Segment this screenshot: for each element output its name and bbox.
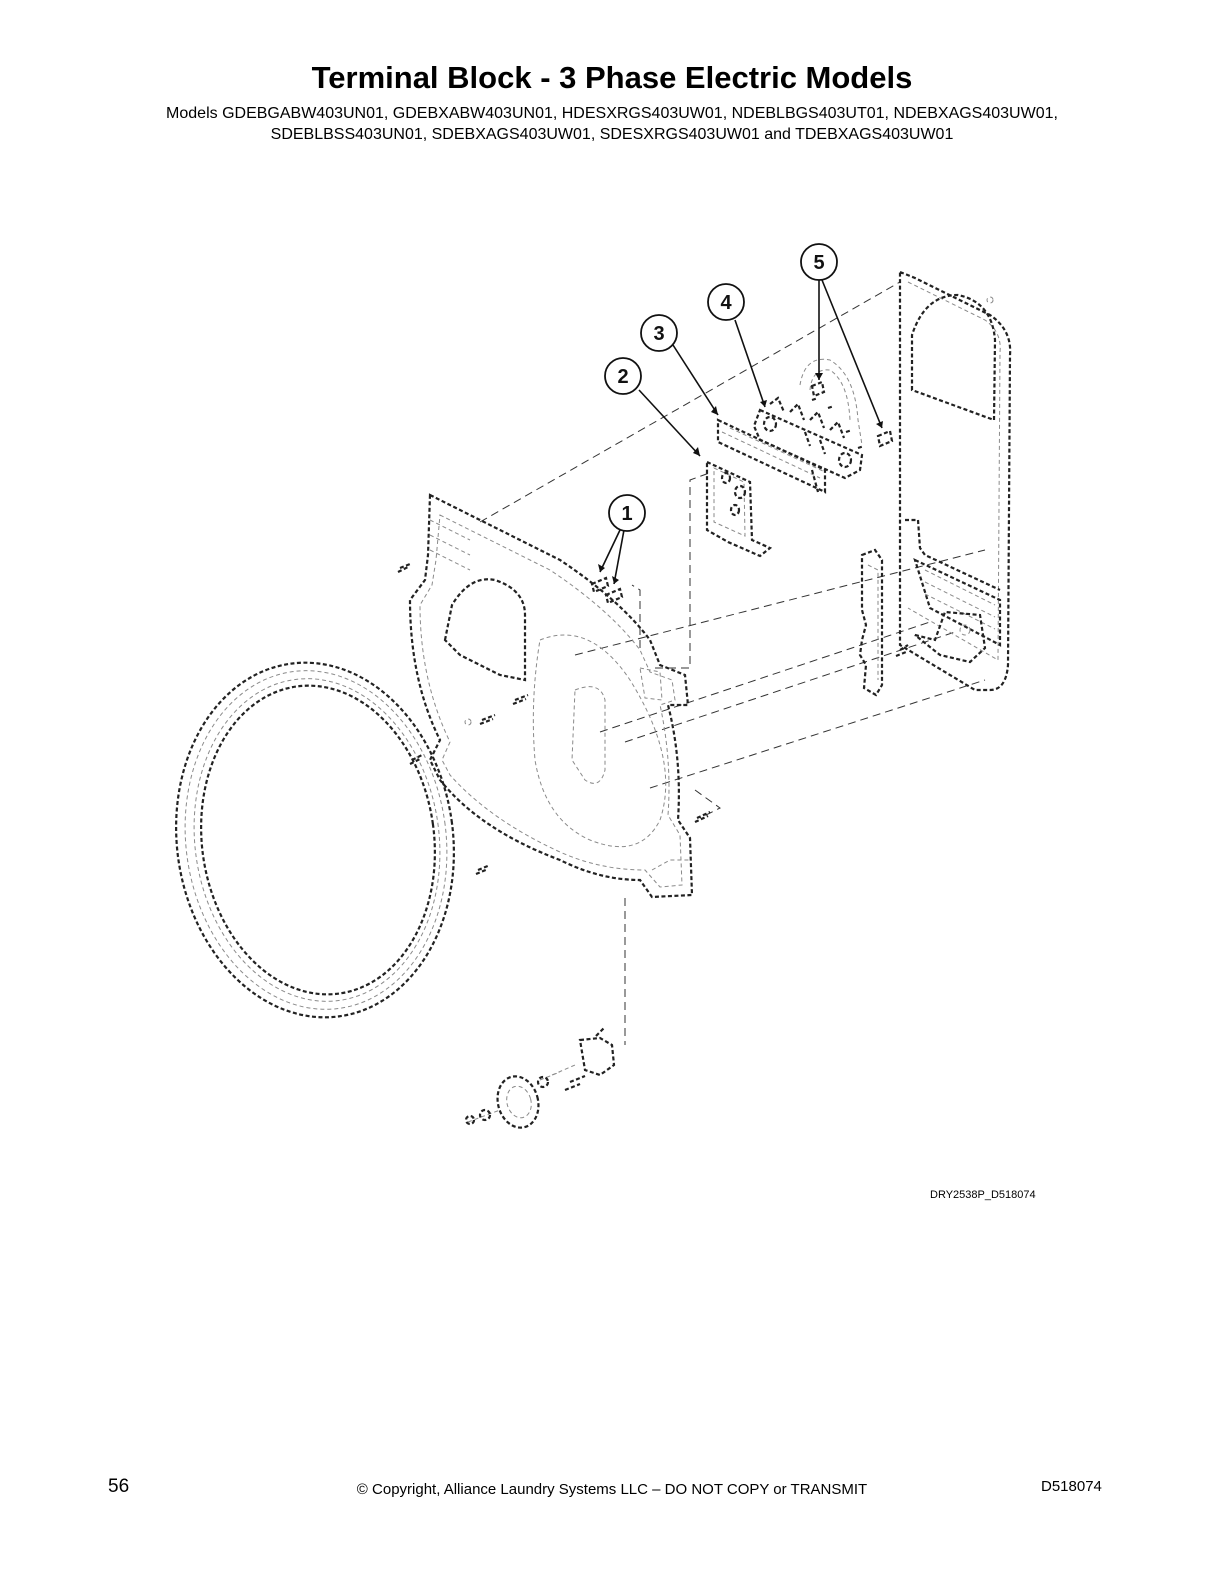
front-panel [408, 493, 694, 899]
copyright-notice: © Copyright, Alliance Laundry Systems LL… [356, 1481, 868, 1498]
part-1-screws [590, 576, 624, 605]
callout-1: 1 [608, 494, 646, 532]
callout-2: 2 [604, 357, 642, 395]
callout-3-number: 3 [653, 323, 664, 345]
document-code: D518074 [1041, 1478, 1102, 1495]
callout-4: 4 [707, 283, 745, 321]
rear-panel [898, 270, 1012, 692]
callout-3: 3 [640, 314, 678, 352]
models-line-2: SDEBLBSS403UN01, SDEBXAGS403UW01, SDESXR… [270, 126, 954, 143]
models-list: Models GDEBGABW403UN01, GDEBXABW403UN01,… [0, 103, 1224, 145]
page-title: Terminal Block - 3 Phase Electric Models [311, 60, 913, 95]
callout-5-number: 5 [813, 252, 824, 274]
callout-5: 5 [800, 243, 838, 281]
page-number: 56 [108, 1476, 130, 1497]
lint-window [443, 578, 527, 682]
mounting-bracket [858, 548, 909, 697]
door-opening [532, 634, 667, 848]
loose-screws [397, 562, 711, 876]
part-5-terminal-screws [799, 358, 894, 450]
exhaust-vent-mesh [910, 293, 997, 422]
leader-lines [598, 279, 883, 585]
door-switch-assembly [464, 1027, 616, 1129]
models-line-1: Models GDEBGABW403UN01, GDEBXABW403UN01,… [166, 105, 1058, 122]
part-4-terminal-block [752, 396, 864, 480]
projection-lines [479, 281, 986, 1045]
part-2-bracket [705, 460, 773, 558]
callout-2-number: 2 [617, 366, 628, 388]
door-seal-ring [175, 661, 455, 1019]
callout-1-number: 1 [621, 503, 632, 525]
figure-code: DRY2538P_D518074 [930, 1189, 1036, 1201]
callout-4-number: 4 [720, 292, 732, 314]
